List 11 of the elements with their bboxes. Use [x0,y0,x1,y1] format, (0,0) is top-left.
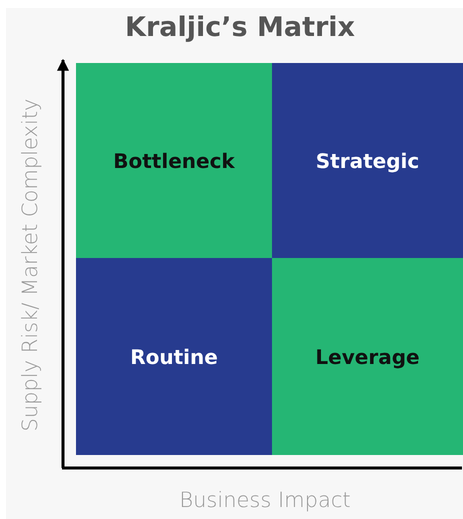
title: Kraljic’s Matrix [124,12,356,43]
quadrant [76,258,272,455]
quadrant [272,258,463,455]
quadrant-label: Routine [130,344,218,368]
quadrant [76,63,272,258]
quadrant-label: Bottleneck [113,148,235,172]
quadrant [272,63,463,258]
y-axis-label: Supply Risk/ Market Complexity [18,98,42,432]
quadrant-label: Leverage [315,344,420,368]
quadrant-label: Strategic [316,148,420,172]
x-axis-label: Business Impact [179,488,351,512]
